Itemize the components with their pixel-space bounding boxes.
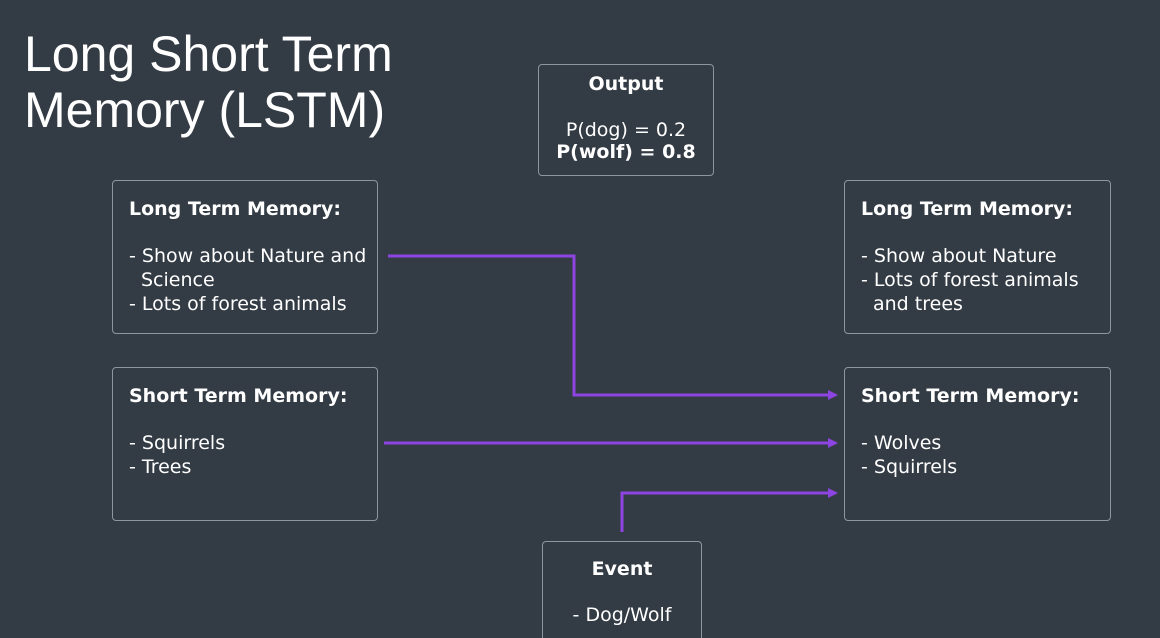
input-stm-heading: Short Term Memory: [129, 385, 348, 407]
list-item: Trees [129, 455, 377, 479]
output-prob-dog: P(dog) = 0.2 [565, 119, 687, 141]
output-stm-heading: Short Term Memory: [861, 385, 1080, 407]
output-ltm-list: Show about Nature Lots of forest animals… [861, 244, 1110, 316]
input-stm-list: Squirrels Trees [129, 431, 377, 479]
slide-title-line-1: Long Short Term [24, 26, 393, 82]
input-long-term-memory-box: Long Term Memory: Show about Nature and … [112, 180, 378, 334]
slide-title-line-2: Memory (LSTM) [24, 82, 386, 138]
output-short-term-memory-box: Short Term Memory: Wolves Squirrels [844, 367, 1111, 521]
list-item: Squirrels [861, 455, 1110, 479]
list-item: Show about Nature [861, 244, 1110, 268]
list-item: Squirrels [129, 431, 377, 455]
list-item: Wolves [861, 431, 1110, 455]
list-item: Lots of forest animals [129, 292, 377, 316]
event-to-stm-arrow [620, 488, 838, 532]
output-ltm-heading: Long Term Memory: [861, 198, 1074, 220]
event-list: Dog/Wolf [543, 603, 701, 627]
output-prob-wolf: P(wolf) = 0.8 [556, 141, 696, 163]
ltm-to-stm-arrow [388, 254, 838, 400]
list-item: Show about Nature and Science [129, 244, 377, 292]
event-box: Event Dog/Wolf [542, 541, 702, 638]
input-short-term-memory-box: Short Term Memory: Squirrels Trees [112, 367, 378, 521]
input-ltm-heading: Long Term Memory: [129, 198, 342, 220]
slide-title: Long Short Term Memory (LSTM) [24, 26, 544, 138]
input-ltm-list: Show about Nature and Science Lots of fo… [129, 244, 377, 316]
list-item: Dog/Wolf [543, 603, 701, 627]
output-box: Output P(dog) = 0.2 P(wolf) = 0.8 [538, 64, 714, 176]
list-item: Lots of forest animals and trees [861, 268, 1110, 316]
event-heading: Event [591, 558, 653, 580]
output-heading: Output [588, 73, 664, 95]
output-long-term-memory-box: Long Term Memory: Show about Nature Lots… [844, 180, 1111, 334]
output-stm-list: Wolves Squirrels [861, 431, 1110, 479]
